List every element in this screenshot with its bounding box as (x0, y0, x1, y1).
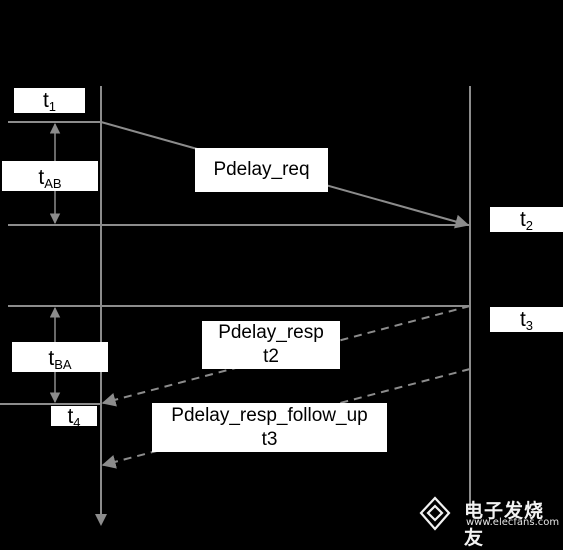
watermark-url: www.elecfans.com (466, 517, 560, 528)
msg-pdelay-follow-up: Pdelay_resp_follow_up t3 (152, 403, 387, 452)
timeline-left-arrowhead (95, 514, 107, 526)
label-tba-main: t (48, 347, 55, 370)
msg-pdelay-resp-line1: Pdelay_resp (218, 322, 324, 343)
msg-pdelay-resp-line2: t2 (263, 346, 279, 367)
msg-pdelay-req-line1: Pdelay_req (213, 159, 310, 180)
label-tab-main: t (38, 166, 45, 189)
msg-pdelay-follow-up-line1: Pdelay_resp_follow_up (171, 405, 368, 426)
label-tba: tBA (12, 342, 108, 372)
label-t1-sub: 1 (48, 99, 57, 114)
label-t3-main: t (519, 308, 526, 331)
msg-pdelay-req: Pdelay_req (195, 148, 328, 192)
label-t1-main: t (42, 89, 49, 112)
label-t1: t1 (14, 88, 85, 113)
label-t3: t3 (490, 307, 563, 332)
label-tab-sub: AB (44, 176, 62, 191)
label-tab: tAB (2, 161, 98, 191)
msg-pdelay-resp: Pdelay_resp t2 (202, 321, 340, 369)
label-t2: t2 (490, 207, 563, 232)
msg-pdelay-follow-up-line2: t3 (261, 429, 278, 450)
label-t4: t4 (51, 405, 97, 429)
watermark-logo-icon (419, 496, 451, 531)
label-t4-sub: 4 (73, 415, 81, 430)
label-t3-sub: 3 (525, 318, 534, 333)
label-t2-sub: 2 (525, 218, 534, 233)
label-t4-main: t (67, 405, 74, 428)
label-tba-sub: BA (54, 357, 72, 372)
label-t2-main: t (519, 208, 526, 231)
